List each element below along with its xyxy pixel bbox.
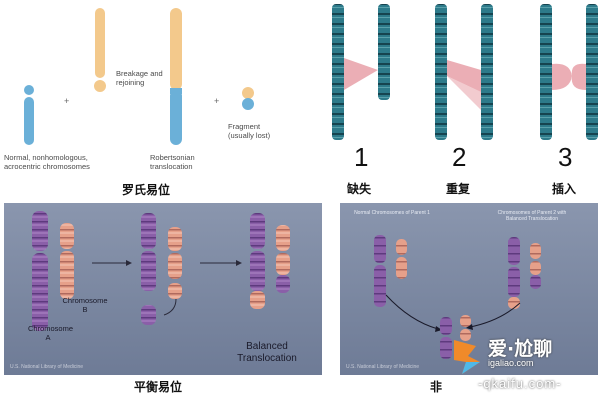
label-insertion: 插入 <box>552 182 577 196</box>
label-parent2: Chromosomes of Parent 2 with Balanced Tr… <box>497 210 567 222</box>
caption-robertsonian: 罗氏易位 <box>122 183 171 197</box>
label-chromosome-a: Chromosome A <box>28 324 74 342</box>
label-deletion: 缺失 <box>347 182 372 196</box>
robertsonian-panel: + + Breakage and rejoining Normal, nonho… <box>0 0 300 200</box>
chromosome-b <box>60 223 74 299</box>
blue-acrocentric-chromosome <box>24 85 34 145</box>
number-2: 2 <box>452 142 467 172</box>
balanced-result-chromosomes <box>250 213 290 309</box>
robertsonian-diagram <box>24 8 254 145</box>
credit-unbalanced: U.S. National Library of Medicine <box>346 364 420 370</box>
watermark: 爱·尬聊 igaliao.com -qkaifu.com- <box>448 332 598 398</box>
watermark-logo-icon <box>454 340 480 374</box>
caption-unbalanced: 非 <box>430 380 443 394</box>
watermark-url: -qkaifu.com- <box>478 376 562 391</box>
mutations-diagram <box>332 4 598 140</box>
deletion-chromosome-pair <box>332 4 390 140</box>
label-translocation: Robertsonian translocation <box>150 153 195 171</box>
label-balanced-translocation: Balanced Translocation <box>237 341 297 364</box>
watermark-url2: igaliao.com <box>488 358 534 368</box>
balanced-diagram <box>32 211 290 331</box>
chromosome-a <box>32 211 48 331</box>
orange-acrocentric-chromosome <box>94 8 106 92</box>
number-3: 3 <box>558 142 573 172</box>
breaking-chromosomes <box>141 213 182 325</box>
label-duplication: 重复 <box>446 182 471 196</box>
fragment-chromosome <box>242 87 254 110</box>
label-normal: Normal, nonhomologous, acrocentric chrom… <box>4 153 90 171</box>
plus-sign-2: + <box>214 96 220 106</box>
unbalanced-diagram <box>374 235 541 359</box>
offspring-chromosomes <box>440 315 471 359</box>
insertion-chromosome-pair <box>540 4 598 140</box>
label-fragment: Fragment (usually lost) <box>228 122 271 140</box>
duplication-chromosome-pair <box>435 4 493 140</box>
robertsonian-fused-chromosome <box>170 8 182 145</box>
caption-balanced: 平衡易位 <box>134 380 183 394</box>
watermark-text: 爱·尬聊 <box>488 338 553 360</box>
plus-sign-1: + <box>64 96 70 106</box>
parent2-chromosomes <box>508 237 541 309</box>
number-1: 1 <box>354 142 369 172</box>
label-parent1: Normal Chromosomes of Parent 1 <box>354 210 430 216</box>
label-chromosome-b: Chromosome B <box>62 296 108 314</box>
balanced-panel: Chromosome B Chromosome A Balanced Trans… <box>4 203 322 375</box>
credit-balanced: U.S. National Library of Medicine <box>10 364 84 370</box>
label-breakage: Breakage and rejoining <box>116 69 163 87</box>
mutations-panel: 1 2 3 缺失 重复 插入 <box>300 0 600 200</box>
parent1-chromosomes <box>374 235 407 307</box>
